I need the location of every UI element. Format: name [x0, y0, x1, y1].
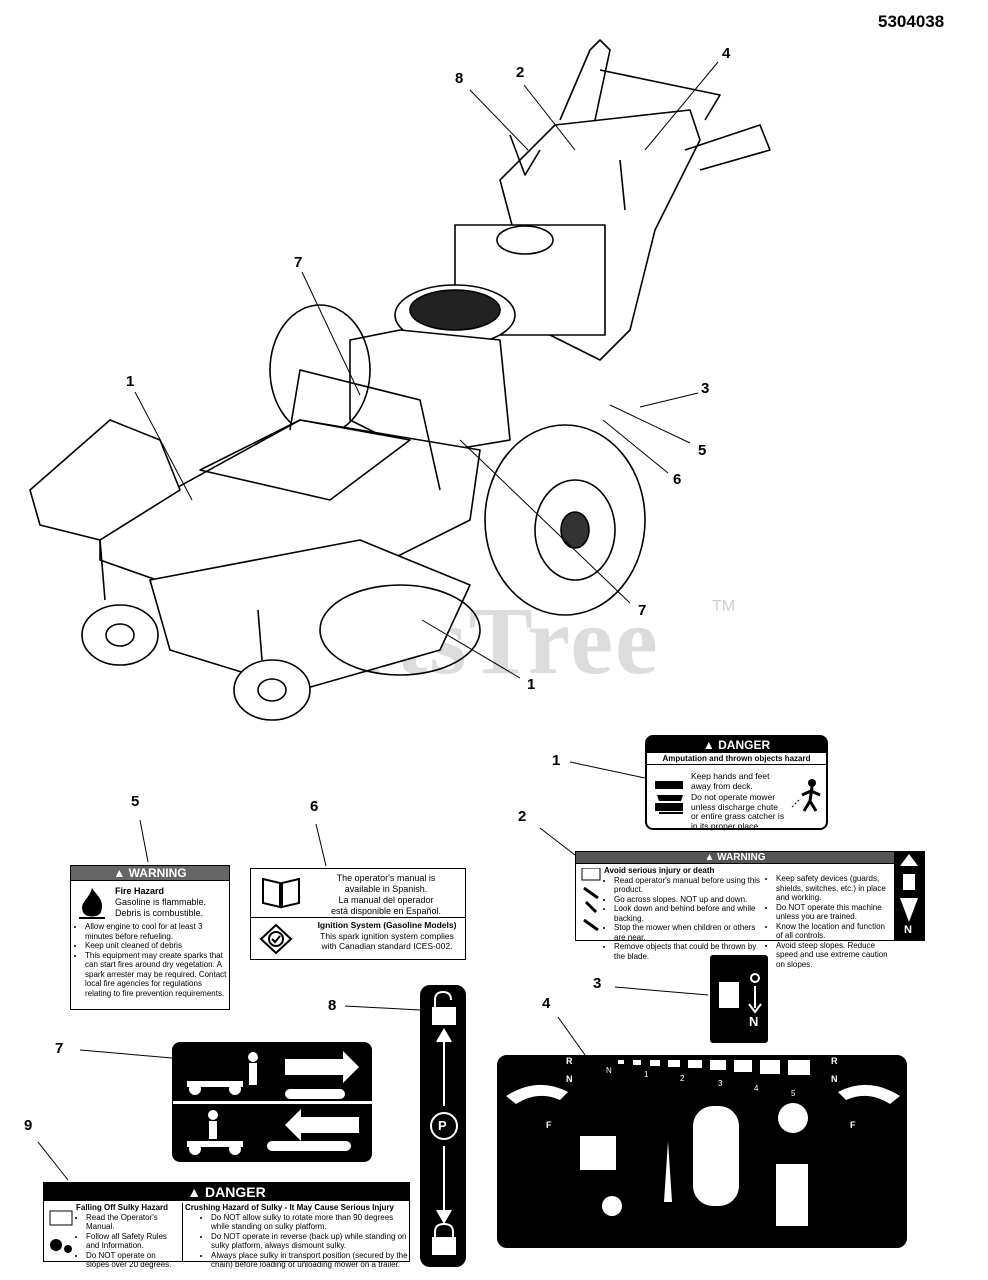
- decal-2-n-label: N: [904, 924, 912, 936]
- decal-6-line2: available in Spanish.: [344, 884, 428, 894]
- decal-4-n-left: N: [566, 1074, 573, 1084]
- callout-decal-9: 9: [24, 1117, 33, 1134]
- decal-4-r-left: R: [566, 1056, 573, 1066]
- decal-9-danger: ▲ DANGER Falling Off Sulky Hazard Read t…: [43, 1182, 410, 1269]
- decal-2-header: WARNING: [717, 852, 766, 863]
- decal-6-line4: está disponible en Español.: [330, 906, 442, 916]
- decal-2-left-4: Remove objects that could be thrown by t…: [614, 942, 764, 961]
- decal-2-right-0: Keep safety devices (guards, shields, sw…: [776, 874, 891, 903]
- decal-2-warning: ▲ WARNING N Avoid serious injury or deat…: [575, 851, 925, 969]
- callout-top-1: 1: [126, 373, 135, 390]
- decal-5-bullet-1: Keep unit cleaned of debris: [85, 941, 227, 951]
- warning-triangle-icon: ▲: [187, 1184, 202, 1200]
- decal-1-danger: ▲ DANGER Amputation and thrown objects h…: [645, 735, 828, 830]
- manual-sulky-icon: [48, 1209, 74, 1260]
- decal-4-scale-4: 4: [754, 1084, 759, 1093]
- callout-decal-6: 6: [310, 798, 319, 815]
- watermark-tm: TM: [712, 598, 736, 615]
- decal-4-f-right: F: [850, 1120, 856, 1130]
- decal-9-left-2: Do NOT operate on slopes over 20 degrees…: [86, 1251, 180, 1270]
- decal-5-line1: Gasoline is flammable.: [115, 897, 207, 907]
- warning-triangle-icon: ▲: [704, 852, 715, 863]
- decal-9-header: DANGER: [205, 1184, 266, 1200]
- decal-2-right-3: Avoid steep slopes. Reduce speed and use…: [776, 941, 891, 970]
- decal-1-subheader: Amputation and thrown objects hazard: [647, 753, 826, 765]
- decal-9-right-title: Crushing Hazard of Sulky - It May Cause …: [185, 1203, 394, 1212]
- decal-2-direction-strip: N: [894, 852, 925, 940]
- callout-top-8: 8: [455, 70, 464, 87]
- decal-1-line2: Do not operate mower unless discharge ch…: [691, 792, 785, 831]
- thrown-object-person-icon: [790, 777, 824, 818]
- hand-blade-icon: [653, 775, 689, 820]
- callout-top-6: 6: [673, 471, 682, 488]
- callout-decal-7: 7: [55, 1040, 64, 1057]
- decal-2-left-1: Go across slopes. NOT up and down.: [614, 895, 764, 905]
- callout-top-4: 4: [722, 45, 731, 62]
- callout-decal-5: 5: [131, 793, 140, 810]
- decal-2-right-1: Do NOT operate this machine unless you a…: [776, 903, 891, 922]
- decal-8-parking-strip: P: [420, 985, 466, 1267]
- decal-1-header: DANGER: [718, 738, 771, 752]
- decal-9-right-0: Do NOT allow sulky to rotate more than 9…: [211, 1213, 409, 1232]
- callout-bot-1: 1: [527, 676, 536, 693]
- decal-4-n-right: N: [831, 1074, 838, 1084]
- decal-6: The operator's manual is available in Sp…: [250, 868, 466, 960]
- decal-4-scale-1: 1: [644, 1070, 649, 1079]
- warning-triangle-icon: ▲: [702, 738, 715, 752]
- decal-2-left-2: Look down and behind before and while ba…: [614, 904, 764, 923]
- decal-4-f-left: F: [546, 1120, 552, 1130]
- decal-4-scale-3: 3: [718, 1079, 723, 1088]
- decal-3: N: [710, 955, 768, 1043]
- document-number: 5304038: [878, 12, 945, 31]
- mower-drawing: [29, 39, 771, 721]
- callout-decal-1: 1: [552, 752, 561, 769]
- decal-2-title: Avoid serious injury or death: [604, 866, 715, 875]
- flame-icon: [77, 886, 107, 925]
- decal-6-line5: This spark ignition system complies: [320, 930, 454, 941]
- decal-6-line1: The operator's manual is: [336, 873, 436, 883]
- decal-5-bullet-0: Allow engine to cool for at least 3 minu…: [85, 922, 227, 941]
- decal-9-left-1: Follow all Safety Rules and Information.: [86, 1232, 180, 1251]
- decal-5-title: Fire Hazard: [115, 886, 165, 896]
- callout-decal-8: 8: [328, 997, 337, 1014]
- decal-2-left-0: Read operator's manual before using this…: [614, 876, 764, 895]
- decal-2-right-2: Know the location and function of all co…: [776, 922, 891, 941]
- decal-6-title: Ignition System (Gasoline Models): [317, 920, 457, 930]
- callout-decal-3: 3: [593, 975, 602, 992]
- decal-6-line6: with Canadian standard ICES-002.: [321, 941, 453, 951]
- decal-5-header: WARNING: [128, 866, 187, 880]
- decal-4-scale-n: N: [606, 1066, 612, 1075]
- decal-9-right-2: Always place sulky in transport position…: [211, 1251, 409, 1270]
- callout-top-3: 3: [701, 380, 710, 397]
- decal-4-scale-5: 5: [791, 1089, 796, 1098]
- callout-decal-2: 2: [518, 808, 527, 825]
- decal-7: [172, 1042, 373, 1162]
- decal-2-pictograms-icon: [580, 867, 602, 938]
- decal-9-right-1: Do NOT operate in reverse (back up) whil…: [211, 1232, 409, 1251]
- callout-mid-7: 7: [638, 602, 647, 619]
- decal-4-control-panel: R N F R N F N 1 2 3 4 5: [497, 1055, 907, 1248]
- decal-5-line2: Debris is combustible.: [115, 908, 204, 918]
- decal-5-warning: ▲ WARNING Fire Hazard Gasoline is flamma…: [70, 865, 230, 1010]
- rcm-compliance-icon: [259, 923, 293, 960]
- decal-5-bullet-2: This equipment may create sparks that ca…: [85, 951, 227, 999]
- decal-1-line1: Keep hands and feet away from deck.: [691, 771, 770, 791]
- decal-4-r-right: R: [831, 1056, 838, 1066]
- warning-triangle-icon: ▲: [113, 866, 126, 880]
- callout-top-7: 7: [294, 254, 303, 271]
- decal-3-n-label: N: [749, 1014, 759, 1029]
- callout-top-2: 2: [516, 64, 525, 81]
- open-book-icon: [261, 875, 301, 914]
- decal-2-left-3: Stop the mower when children or others a…: [614, 923, 764, 942]
- parking-p-label: P: [438, 1118, 447, 1133]
- decal-4-scale-2: 2: [680, 1074, 685, 1083]
- decal-9-left-0: Read the Operator's Manual.: [86, 1213, 180, 1232]
- decal-9-left-title: Falling Off Sulky Hazard: [76, 1203, 169, 1212]
- callout-top-5: 5: [698, 442, 707, 459]
- callout-decal-4: 4: [542, 995, 551, 1012]
- decal-6-line3: La manual del operador: [338, 895, 434, 905]
